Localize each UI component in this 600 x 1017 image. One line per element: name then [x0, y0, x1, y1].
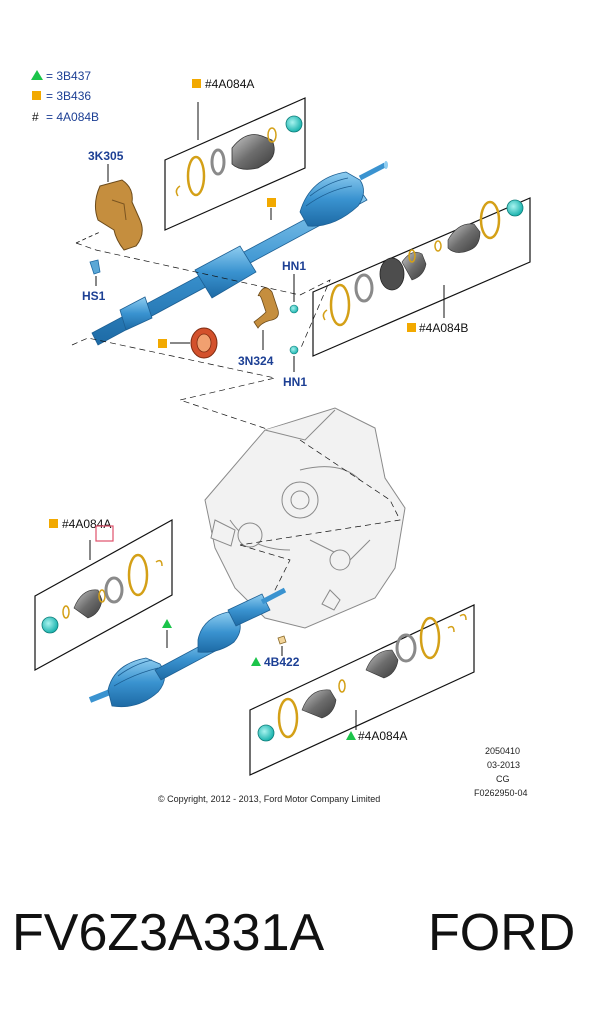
left-kit-box: #4A084A [34, 517, 173, 672]
callout-left-kit: #4A084A [62, 517, 111, 531]
figure-number: F0262950-04 [474, 788, 528, 798]
callout-hs1: HS1 [82, 289, 106, 303]
nut-icon [41, 616, 59, 634]
callout-ring: 4B422 [264, 655, 300, 669]
square-marker-icon [158, 339, 167, 348]
square-marker-icon [407, 323, 416, 332]
callout-bottom-kit: #4A084A [358, 729, 407, 743]
nut-icon [285, 115, 303, 133]
top-kit-box: #4A084A [164, 77, 306, 231]
strap-3n324 [253, 287, 279, 329]
figure-code: 2050410 [485, 746, 520, 756]
ring-4b422 [277, 635, 287, 645]
figure-cg: CG [496, 774, 510, 784]
bottom-kit-box: #4A084A [249, 604, 475, 776]
copyright: © Copyright, 2012 - 2013, Ford Motor Com… [158, 794, 380, 804]
square-marker-icon [49, 519, 58, 528]
callout-hn1-bottom: HN1 [283, 375, 307, 389]
legend: = 3B437 = 3B436 # = 4A084B [31, 69, 99, 124]
bottom-caption: FV6Z3A331A FORD [0, 895, 600, 985]
lower-drive-shaft [88, 587, 287, 708]
triangle-marker-icon [162, 619, 172, 628]
callout-right-kit: #4A084B [419, 321, 468, 335]
legend-square-text: = 3B436 [46, 89, 91, 103]
nut-icon [506, 199, 524, 217]
triangle-marker-icon [31, 70, 43, 80]
nut-icon [289, 345, 299, 355]
figure-date: 03-2013 [487, 760, 520, 770]
bracket-3k305 [94, 179, 143, 251]
highlight-box [95, 525, 114, 542]
brand-name: FORD [428, 904, 576, 962]
callout-strap: 3N324 [238, 354, 274, 368]
square-marker-icon [192, 79, 201, 88]
transmission-housing [204, 407, 406, 629]
square-marker-icon [32, 91, 41, 100]
callout-bracket: 3K305 [88, 149, 124, 163]
triangle-marker-icon [251, 657, 261, 666]
callout-top-kit: #4A084A [205, 77, 254, 91]
legend-hash-text: = 4A084B [46, 110, 99, 124]
nut-icon [257, 724, 275, 742]
nut-icon [289, 304, 299, 314]
triangle-marker-icon [346, 731, 356, 740]
upper-drive-shaft [91, 161, 388, 346]
square-marker-icon [267, 198, 276, 207]
exploded-parts-diagram: = 3B437 = 3B436 # = 4A084B #4A084A 3K305… [31, 69, 531, 804]
bolt-hs1 [89, 259, 101, 275]
legend-triangle-text: = 3B437 [46, 69, 91, 83]
part-number: FV6Z3A331A [12, 904, 325, 962]
hash-marker: # [32, 110, 39, 124]
callout-hn1-top: HN1 [282, 259, 306, 273]
right-kit-box: #4A084B [312, 197, 531, 357]
